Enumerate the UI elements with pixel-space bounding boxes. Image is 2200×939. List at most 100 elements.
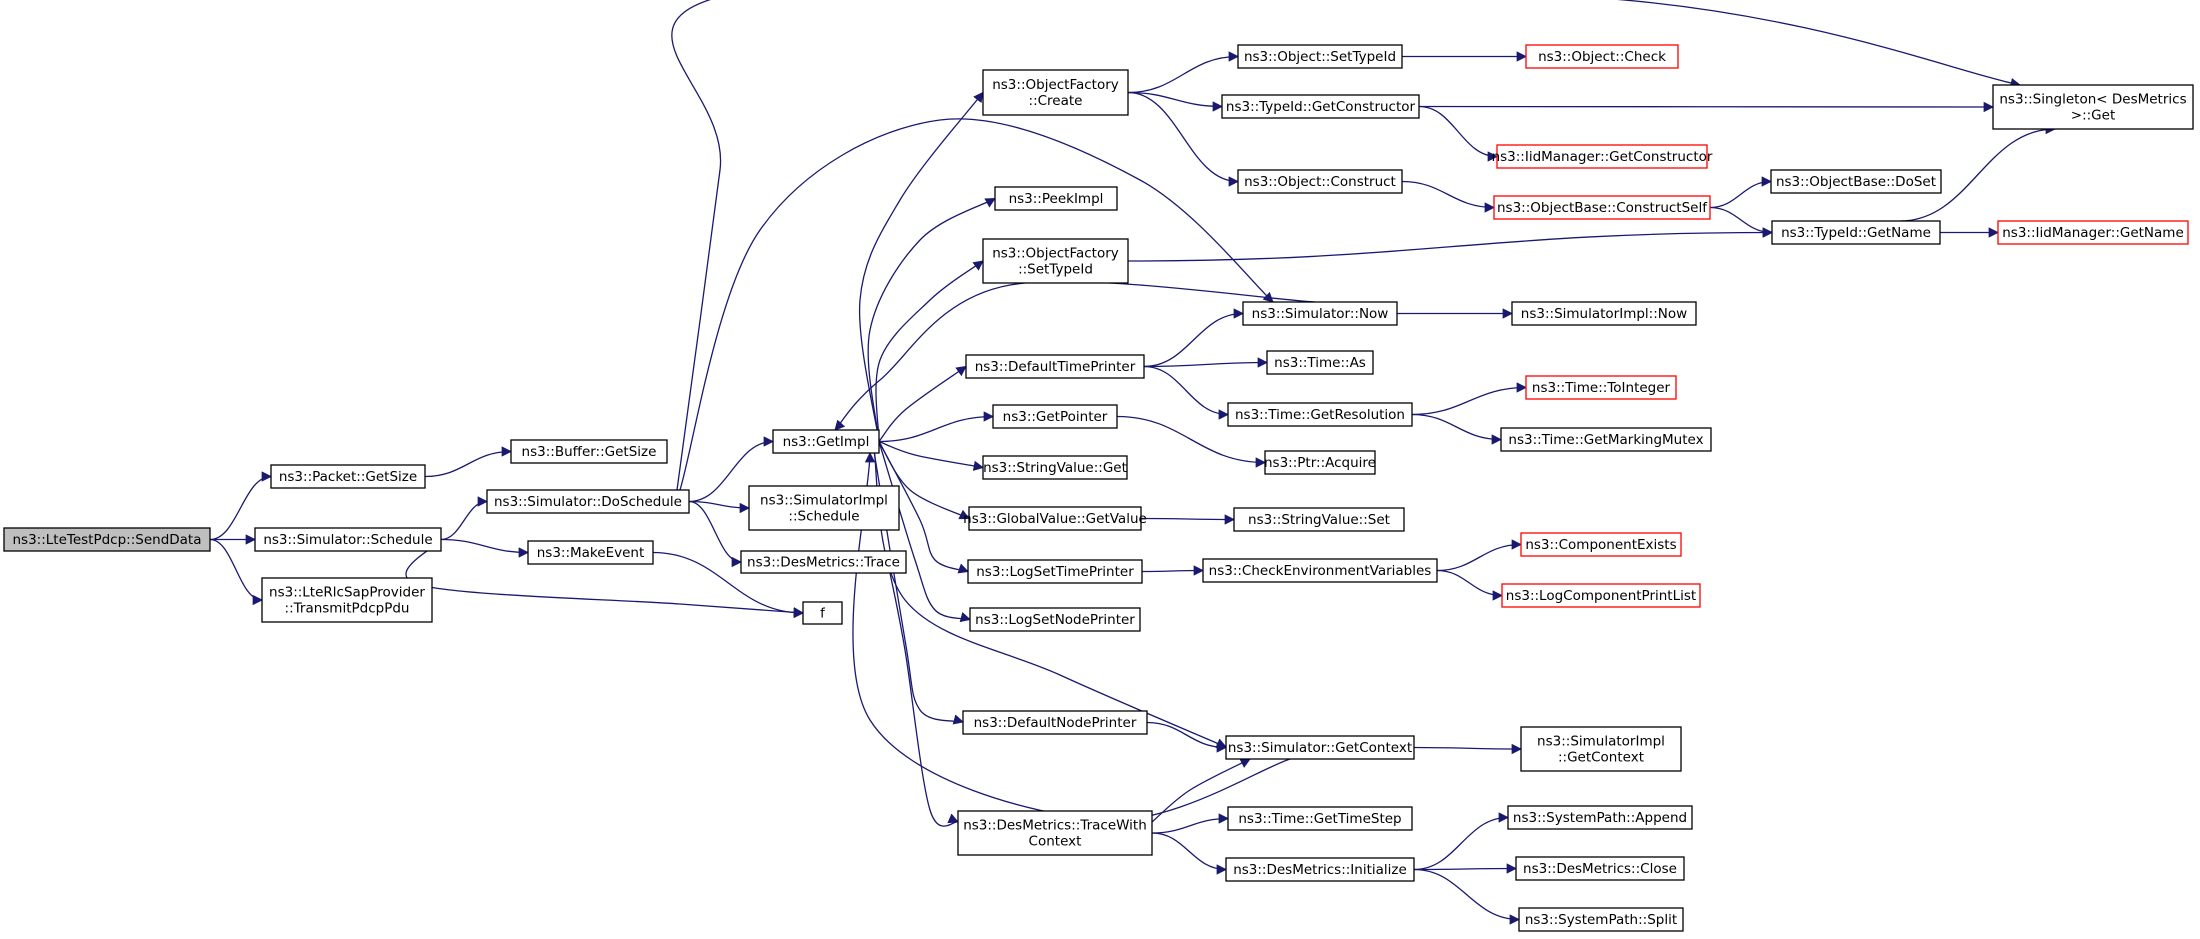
node-iid-getconstructor[interactable]: ns3::IidManager::GetConstructor (1492, 144, 1713, 169)
node-ob-doset[interactable]: ns3::ObjectBase::DoSet (1770, 169, 1942, 194)
edge-tracewithcontext-to-sim_getcontext (1151, 758, 1251, 823)
node-label: ns3::SystemPath::Split (1525, 912, 1677, 928)
edge-sim_schedule-to-makeevent (440, 538, 530, 558)
node-sim-schedule[interactable]: ns3::Simulator::Schedule (254, 527, 442, 552)
node-sp-append[interactable]: ns3::SystemPath::Append (1507, 805, 1693, 830)
node-label: ns3::Simulator::DoSchedule (494, 494, 682, 510)
edge-tracewithcontext-to-des_initialize (1151, 832, 1228, 875)
node-box (957, 810, 1153, 856)
node-label: ns3::GetImpl (783, 434, 870, 450)
edge-des_initialize-to-sp_split (1413, 868, 1521, 925)
node-des-trace[interactable]: ns3::DesMetrics::Trace (740, 550, 907, 574)
node-of-settypeid[interactable]: ns3::ObjectFactory::SetTypeId (982, 238, 1129, 284)
node-singleton-get[interactable]: ns3::Singleton< DesMetrics >::Get (1992, 84, 2194, 130)
node-logcomponentprintlist[interactable]: ns3::LogComponentPrintList (1501, 583, 1701, 608)
node-box (1233, 507, 1405, 532)
node-componentexists[interactable]: ns3::ComponentExists (1520, 532, 1682, 557)
edge-default_time_printer-to-sim_now (1143, 308, 1245, 368)
edge-default_time_printer-to-time_as (1143, 357, 1269, 368)
edge-root-to-rlc_transmit (209, 538, 264, 606)
edge-getimpl-to-peekimpl (867, 197, 996, 442)
node-stringvalue-set[interactable]: ns3::StringValue::Set (1233, 507, 1405, 532)
node-typeid-getname[interactable]: ns3::TypeId::GetName (1771, 220, 1941, 245)
node-time-tointeger[interactable]: ns3::Time::ToInteger (1525, 375, 1677, 400)
node-time-gettimestep[interactable]: ns3::Time::GetTimeStep (1227, 806, 1413, 831)
node-label: ns3::IidManager::GetName (2002, 225, 2184, 241)
node-getpointer[interactable]: ns3::GetPointer (992, 404, 1118, 429)
node-typeid-getconstructor[interactable]: ns3::TypeId::GetConstructor (1221, 94, 1420, 119)
node-des-initialize[interactable]: ns3::DesMetrics::Initialize (1225, 857, 1415, 882)
node-f[interactable]: f (802, 601, 843, 625)
node-logsetnodeprinter[interactable]: ns3::LogSetNodePrinter (969, 607, 1141, 632)
node-label: ::Schedule (788, 509, 859, 525)
node-buf-getsize[interactable]: ns3::Buffer::GetSize (510, 439, 668, 464)
edge-sim_doschedule-to-getimpl (688, 436, 775, 503)
node-rlc-transmit[interactable]: ns3::LteRlcSapProvider::TransmitPdcpPdu (261, 577, 433, 623)
node-sim-doschedule[interactable]: ns3::Simulator::DoSchedule (486, 489, 690, 514)
node-obj-check[interactable]: ns3::Object::Check (1525, 44, 1679, 69)
node-logsettimeprinter[interactable]: ns3::LogSetTimePrinter (967, 559, 1143, 584)
edge-ob_constructself-to-typeid_getname (1709, 206, 1774, 238)
node-label: ::Create (1029, 93, 1083, 109)
node-label: ns3::Packet::GetSize (279, 469, 417, 485)
node-gv-getvalue[interactable]: ns3::GlobalValue::GetValue (963, 506, 1147, 531)
node-simimpl-now[interactable]: ns3::SimulatorImpl::Now (1511, 301, 1697, 326)
node-box (1202, 558, 1438, 583)
node-label: ns3::MakeEvent (537, 545, 645, 561)
node-label: ns3::TypeId::GetConstructor (1226, 99, 1416, 115)
node-simimpl-getcontext[interactable]: ns3::SimulatorImpl::GetContext (1520, 726, 1682, 772)
node-box (261, 577, 433, 623)
node-label: ns3::GlobalValue::GetValue (963, 511, 1147, 527)
node-label: ns3::Simulator::Now (1252, 306, 1389, 322)
node-label: ns3::TypeId::GetName (1781, 225, 1931, 241)
node-label: ns3::Time::GetResolution (1235, 407, 1405, 423)
node-box (1525, 375, 1677, 400)
node-stringvalue-get[interactable]: ns3::StringValue::Get (982, 455, 1128, 480)
node-ob-constructself[interactable]: ns3::ObjectBase::ConstructSelf (1493, 195, 1711, 220)
node-box (1771, 220, 1941, 245)
node-obj-settypeid[interactable]: ns3::Object::SetTypeId (1237, 44, 1403, 69)
node-simimpl-schedule[interactable]: ns3::SimulatorImpl::Schedule (748, 485, 900, 531)
node-pkt-getsize[interactable]: ns3::Packet::GetSize (270, 464, 426, 489)
node-box (992, 404, 1118, 429)
edge-sim_getcontext-to-simimpl_getcontext (1413, 743, 1523, 755)
node-sim-getcontext[interactable]: ns3::Simulator::GetContext (1225, 735, 1415, 760)
node-box (1242, 301, 1398, 326)
node-label: ns3::Object::Construct (1244, 174, 1396, 190)
node-box (1992, 84, 2194, 130)
node-label: ::GetContext (1558, 750, 1644, 766)
node-box (965, 354, 1145, 379)
node-default-node-printer[interactable]: ns3::DefaultNodePrinter (962, 710, 1148, 735)
node-iid-getname[interactable]: ns3::IidManager::GetName (1997, 220, 2189, 245)
node-peekimpl[interactable]: ns3::PeekImpl (994, 186, 1118, 211)
node-time-getmarkingmutex[interactable]: ns3::Time::GetMarkingMutex (1500, 427, 1712, 452)
node-sp-split[interactable]: ns3::SystemPath::Split (1518, 907, 1684, 932)
node-sim-now[interactable]: ns3::Simulator::Now (1242, 301, 1398, 326)
node-box (1500, 427, 1712, 452)
node-root[interactable]: ns3::LteTestPdcp::SendData (3, 527, 211, 552)
node-default-time-printer[interactable]: ns3::DefaultTimePrinter (965, 354, 1145, 379)
node-time-as[interactable]: ns3::Time::As (1266, 350, 1374, 375)
node-des-close[interactable]: ns3::DesMetrics::Close (1515, 856, 1685, 881)
node-box (1493, 195, 1711, 220)
node-box (1227, 402, 1413, 427)
node-makeevent[interactable]: ns3::MakeEvent (527, 540, 654, 565)
node-box (982, 238, 1129, 284)
node-box (967, 559, 1143, 584)
edge-sim_doschedule-to-simimpl_schedule (688, 500, 751, 514)
edge-root-to-pkt_getsize (209, 471, 273, 541)
node-label: ns3::GetPointer (1003, 409, 1108, 425)
node-getimpl[interactable]: ns3::GetImpl (772, 429, 880, 454)
node-of-create[interactable]: ns3::ObjectFactory::Create (982, 69, 1129, 116)
node-obj-construct[interactable]: ns3::Object::Construct (1237, 169, 1403, 194)
node-ptr-acquire[interactable]: ns3::Ptr::Acquire (1264, 450, 1376, 475)
node-box (254, 527, 442, 552)
node-time-getresolution[interactable]: ns3::Time::GetResolution (1227, 402, 1413, 427)
node-label: ns3::LogSetNodePrinter (975, 612, 1135, 628)
node-box (3, 527, 211, 552)
node-box (962, 710, 1148, 735)
edge-getimpl-to-of_settypeid (875, 260, 984, 442)
node-box (740, 550, 907, 574)
node-check-env[interactable]: ns3::CheckEnvironmentVariables (1202, 558, 1438, 583)
